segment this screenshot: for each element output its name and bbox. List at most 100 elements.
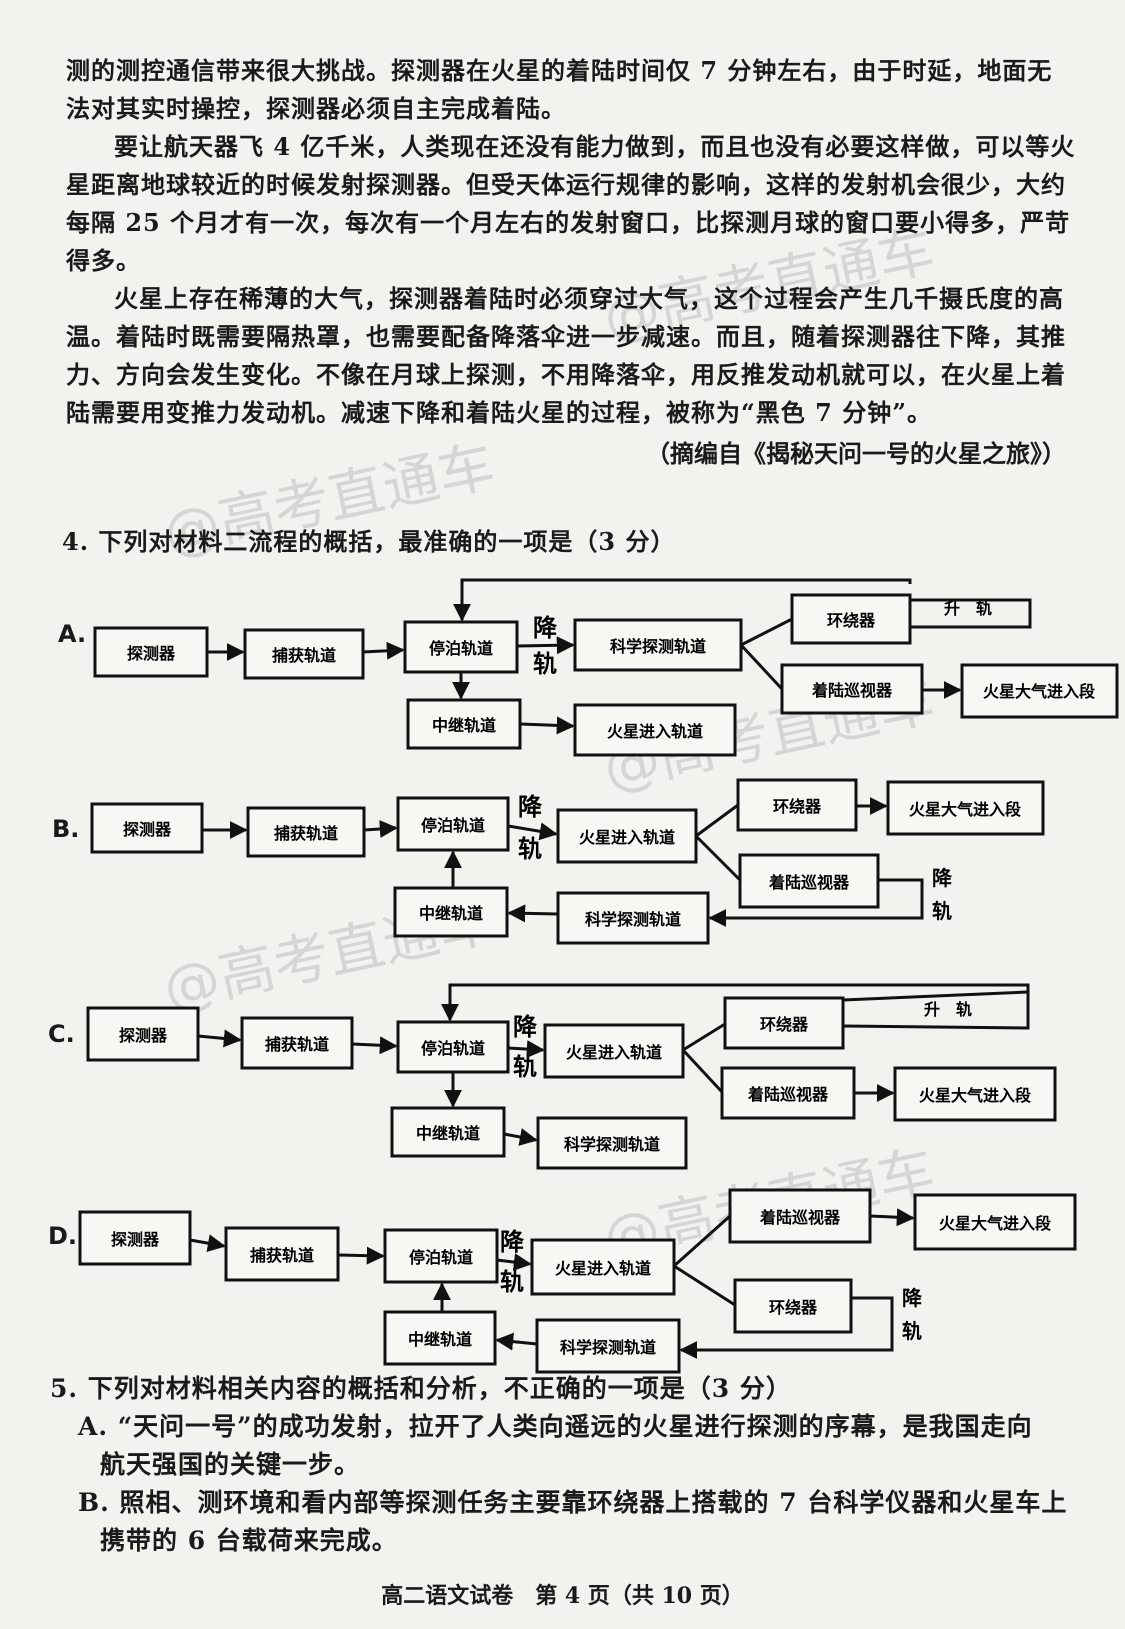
option-a-letter: A. [58,620,87,648]
box-label: 火星进入轨道 [579,828,675,847]
drop-label: 降 [932,866,953,890]
box-label: 环绕器 [760,1015,809,1034]
box-label: 捕获轨道 [272,646,336,665]
box-label: 升 轨 [944,599,992,618]
option-c-letter: C. [48,1020,75,1048]
box-label: 火星进入轨道 [566,1043,662,1062]
box-label: 停泊轨道 [421,816,485,835]
box [556,808,698,864]
box [790,593,912,645]
box-label: 中继轨道 [408,1330,472,1349]
paragraph-1: 测的测控通信带来很大挑战。探测器在火星的着陆时间仅 7 分钟左右，由于时延，地面… [66,56,1053,123]
box [396,796,510,852]
box-label: 火星大气进入段 [939,1214,1052,1233]
box [383,1228,499,1284]
box-label: 探测器 [111,1230,160,1249]
box-label: 停泊轨道 [421,1039,485,1058]
box-label: 着陆巡视器 [759,1208,841,1227]
diagram-option-b: 探测器 捕获轨道 停泊轨道 火星进入轨道 环绕器 火星大气进入段 着陆巡视器 中… [90,778,1045,945]
box [93,626,209,678]
passage-source: （摘编自《揭秘天问一号的火星之旅》） [646,439,1066,468]
box-label: 科学探测轨道 [564,1135,660,1154]
box-label: 环绕器 [827,611,876,630]
box-label: 火星大气进入段 [983,682,1096,701]
box-label: 科学探测轨道 [610,637,706,656]
box [393,886,509,938]
option-b-letter: B. [52,815,80,843]
box [723,996,845,1050]
box-label: 火星大气进入段 [919,1086,1032,1105]
question-4-stem: 4. 下列对材料二流程的概括，最准确的一项是（3 分） [62,527,676,556]
box [78,1210,192,1266]
box [246,806,366,858]
passage: 测的测控通信带来很大挑战。探测器在火星的着陆时间仅 7 分钟左右，由于时延，地面… [66,52,1076,474]
box-label: 着陆巡视器 [811,681,893,700]
box [556,891,710,945]
box [733,1278,853,1334]
option-a-text: A. “天问一号”的成功发射，拉开了人类向遥远的火星进行探测的序幕，是我国走向 [78,1412,1033,1441]
box-label: 科学探测轨道 [560,1338,656,1357]
box [243,628,365,680]
drop-label: 轨 [932,899,952,923]
box [406,698,522,750]
option-b-text-cont: 携带的 6 台载荷来完成。 [100,1526,398,1555]
box [573,618,743,672]
box-label: 环绕器 [773,797,822,816]
box [396,1020,510,1074]
drop-label: 降 [533,614,558,642]
box-label: 捕获轨道 [274,824,338,843]
box-label: 中继轨道 [416,1124,480,1143]
diagram-option-d: 探测器 捕获轨道 停泊轨道 火星进入轨道 着陆巡视器 火星大气进入段 环绕器 中… [78,1188,1077,1374]
drop-label: 降 [500,1228,525,1256]
option-a-text-cont: 航天强国的关键一步。 [100,1450,361,1479]
box [535,1318,681,1374]
box [224,1226,340,1282]
box-label: 捕获轨道 [250,1246,314,1265]
box [893,1066,1057,1122]
box-label: 停泊轨道 [409,1248,473,1267]
drop-label: 轨 [902,1319,922,1343]
box [390,1106,506,1158]
paragraph-2: 要让航天器飞 4 亿千米，人类现在还没有能力做到，而且也没有必要这样做，可以等火… [66,132,1076,275]
box-label: 停泊轨道 [429,639,493,658]
drop-label: 降 [902,1286,923,1310]
box-label: 着陆巡视器 [747,1085,829,1104]
drop-label: 降 [513,1013,538,1041]
box [960,663,1119,719]
box-label: 探测器 [127,644,176,663]
box [536,1116,688,1170]
drop-label: 轨 [518,835,542,863]
option-d-letter: D. [48,1222,78,1250]
drop-label: 轨 [513,1053,537,1081]
box [780,663,924,715]
diagram-option-c: 探测器 捕获轨道 停泊轨道 火星进入轨道 环绕器 升 轨 着陆巡视器 火星大气进… [86,983,1057,1170]
box-label: 中继轨道 [432,716,496,735]
drop-label: 轨 [500,1268,524,1296]
box-label: 探测器 [123,820,172,839]
box-label: 火星进入轨道 [607,722,703,741]
box-label: 升 轨 [924,1000,972,1019]
box-label: 中继轨道 [419,904,483,923]
option-b-text: B. 照相、测环境和看内部等探测任务主要靠环绕器上搭载的 7 台科学仪器和火星车… [78,1488,1068,1517]
box [86,1006,200,1062]
drop-label: 轨 [533,650,557,678]
question-5: 5. 下列对材料相关内容的概括和分析，不正确的一项是（3 分） A. “天问一号… [50,1370,1070,1560]
box-label: 环绕器 [769,1298,818,1317]
box [383,1310,497,1366]
diagram-option-a: 探测器 捕获轨道 停泊轨道 科学探测轨道 环绕器 升 轨 着陆巡视器 火星大气进… [93,578,1119,757]
box [240,1016,354,1070]
box [90,802,204,854]
page-footer: 高二语文试卷 第 4 页（共 10 页） [381,1583,744,1609]
paragraph-3: 火星上存在稀薄的大气，探测器着陆时必须穿过大气，这个过程会产生几千摄氏度的高温。… [66,284,1066,427]
question-5-stem: 5. 下列对材料相关内容的概括和分析，不正确的一项是（3 分） [50,1374,792,1403]
box-label: 着陆巡视器 [768,873,850,892]
box [573,703,737,757]
box [738,853,880,909]
box [530,1238,676,1296]
box [886,780,1045,836]
box-label: 火星进入轨道 [555,1259,651,1278]
box-label: 探测器 [119,1026,168,1045]
box-label: 火星大气进入段 [909,800,1022,819]
box-label: 捕获轨道 [265,1035,329,1054]
